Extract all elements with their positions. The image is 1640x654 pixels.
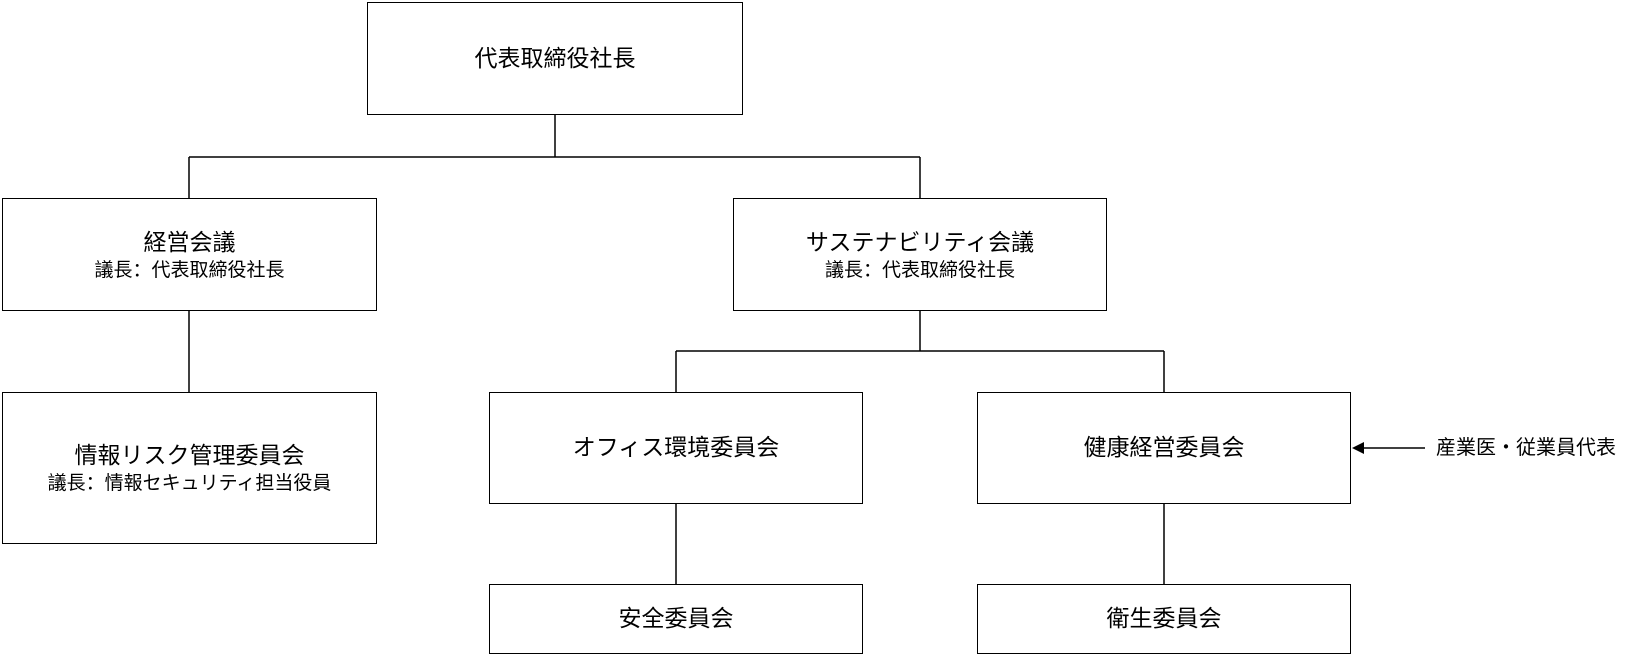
health-mgmt-committee-box: 健康経営委員会	[977, 392, 1351, 504]
safety-committee-box: 安全委員会	[489, 584, 863, 654]
info-risk-committee-chair: 議長：情報セキュリティ担当役員	[47, 472, 332, 494]
sustainability-meeting-title: サステナビリティ会議	[805, 229, 1035, 256]
external-input-label: 産業医・従業員代表	[1436, 435, 1616, 459]
management-meeting-box: 経営会議 議長：代表取締役社長	[2, 198, 377, 311]
management-meeting-chair: 議長：代表取締役社長	[94, 258, 285, 281]
office-env-committee-title: オフィス環境委員会	[572, 435, 780, 461]
info-risk-committee-title: 情報リスク管理委員会	[74, 443, 305, 469]
info-risk-committee-box: 情報リスク管理委員会 議長：情報セキュリティ担当役員	[2, 392, 377, 544]
management-meeting-title: 経営会議	[143, 229, 236, 256]
hygiene-committee-title: 衛生委員会	[1106, 606, 1222, 632]
safety-committee-title: 安全委員会	[618, 606, 734, 632]
arrow-head-icon	[1352, 442, 1364, 454]
president-box: 代表取締役社長	[367, 2, 743, 115]
sustainability-meeting-box: サステナビリティ会議 議長：代表取締役社長	[733, 198, 1107, 311]
office-env-committee-box: オフィス環境委員会	[489, 392, 863, 504]
health-mgmt-committee-title: 健康経営委員会	[1083, 435, 1245, 461]
hygiene-committee-box: 衛生委員会	[977, 584, 1351, 654]
president-title: 代表取締役社長	[474, 45, 636, 72]
sustainability-meeting-chair: 議長：代表取締役社長	[824, 258, 1015, 281]
